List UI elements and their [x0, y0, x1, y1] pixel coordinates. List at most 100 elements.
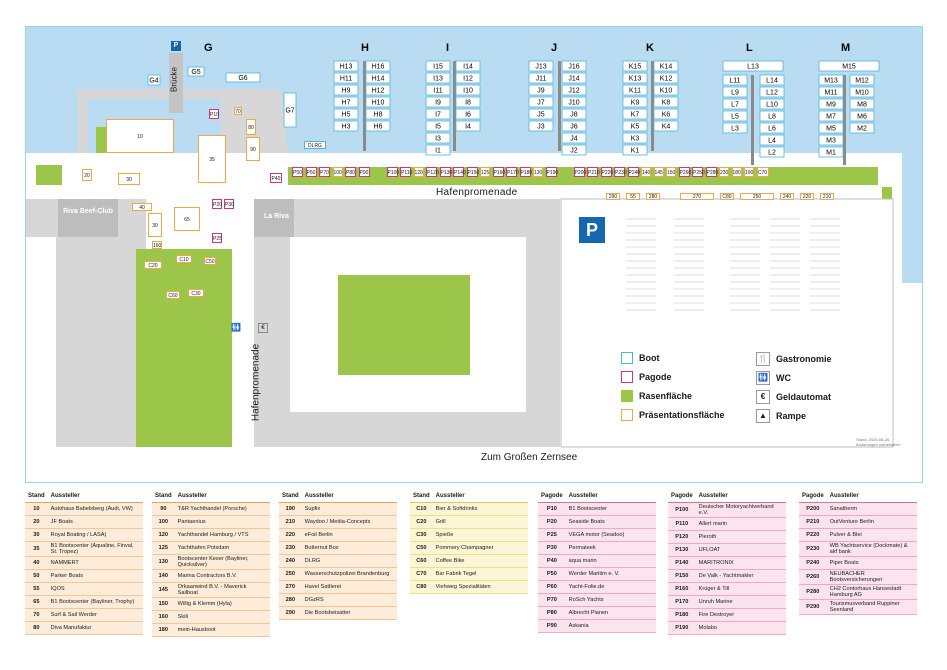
- stand-h6[interactable]: H6: [365, 120, 391, 132]
- stand-yard-90[interactable]: 90: [246, 137, 260, 161]
- stand-j4[interactable]: J4: [561, 132, 587, 144]
- stand-h11[interactable]: H11: [333, 72, 359, 84]
- stand-k3[interactable]: K3: [622, 132, 648, 144]
- stand-j10[interactable]: J10: [561, 96, 587, 108]
- stand-edge-280[interactable]: 280: [646, 193, 660, 200]
- stand-prom-p180[interactable]: P180: [519, 167, 532, 177]
- stand-edge-240[interactable]: 240: [780, 193, 794, 200]
- stand-yard-70[interactable]: 70: [234, 107, 242, 115]
- stand-m2[interactable]: M2: [849, 122, 875, 134]
- stand-l3[interactable]: L3: [722, 122, 748, 134]
- stand-i15[interactable]: I15: [425, 60, 451, 72]
- stand-j11[interactable]: J11: [528, 72, 554, 84]
- stand-yard-dlrg[interactable]: DLRG: [304, 141, 326, 149]
- stand-prom-p280[interactable]: P280: [705, 167, 718, 177]
- stand-j7[interactable]: J7: [528, 96, 554, 108]
- stand-yard-80[interactable]: 80: [246, 119, 256, 135]
- stand-prom-p140[interactable]: P140: [453, 167, 466, 177]
- stand-k1[interactable]: K1: [622, 144, 648, 156]
- stand-m11[interactable]: M11: [818, 86, 844, 98]
- stand-k8[interactable]: K8: [653, 96, 679, 108]
- stand-prom-p70[interactable]: P70: [319, 167, 330, 177]
- stand-g6[interactable]: G6: [225, 72, 261, 83]
- stand-yard-30[interactable]: 30: [118, 173, 140, 185]
- stand-prom-p90[interactable]: P90: [358, 167, 370, 177]
- stand-prom-c70[interactable]: C70: [756, 167, 769, 177]
- stand-prom-145[interactable]: 145: [653, 167, 664, 177]
- stand-j9[interactable]: J9: [528, 84, 554, 96]
- stand-yard-160[interactable]: 160: [152, 241, 162, 249]
- stand-prom-p230[interactable]: P230: [614, 167, 627, 177]
- stand-i6[interactable]: I6: [455, 108, 481, 120]
- stand-k5[interactable]: K5: [622, 120, 648, 132]
- stand-prom-230[interactable]: 230: [719, 167, 729, 177]
- stand-yard-30[interactable]: 30: [148, 213, 162, 237]
- stand-g4[interactable]: G4: [147, 74, 161, 86]
- stand-l8[interactable]: L8: [759, 110, 785, 122]
- stand-prom-p110[interactable]: P110: [400, 167, 412, 177]
- stand-j12[interactable]: J12: [561, 84, 587, 96]
- stand-prom-p190[interactable]: P190: [545, 167, 558, 177]
- stand-prom-p100[interactable]: P100: [386, 167, 399, 177]
- stand-h16[interactable]: H16: [365, 60, 391, 72]
- stand-i4[interactable]: I4: [455, 120, 481, 132]
- stand-prom-p50[interactable]: P50: [292, 167, 303, 177]
- stand-yard-c20[interactable]: C20: [144, 261, 162, 269]
- stand-h9[interactable]: H9: [333, 84, 359, 96]
- stand-j5[interactable]: J5: [528, 108, 554, 120]
- stand-prom-p120[interactable]: P120: [426, 167, 439, 177]
- stand-prom-p130[interactable]: P130: [439, 167, 452, 177]
- stand-prom-p240[interactable]: P240: [627, 167, 640, 177]
- stand-l10[interactable]: L10: [759, 98, 785, 110]
- stand-m12[interactable]: M12: [849, 74, 875, 86]
- stand-m6[interactable]: M6: [849, 110, 875, 122]
- stand-h3[interactable]: H3: [333, 120, 359, 132]
- stand-i7[interactable]: I7: [425, 108, 451, 120]
- stand-g7[interactable]: G7: [283, 92, 297, 128]
- stand-m13[interactable]: M13: [818, 74, 844, 86]
- stand-j14[interactable]: J14: [561, 72, 587, 84]
- stand-m7[interactable]: M7: [818, 110, 844, 122]
- stand-prom-125[interactable]: 125: [480, 167, 490, 177]
- stand-prom-140[interactable]: 140: [641, 167, 651, 177]
- stand-k9[interactable]: K9: [622, 96, 648, 108]
- stand-j16[interactable]: J16: [561, 60, 587, 72]
- stand-edge-55[interactable]: 55: [626, 193, 640, 200]
- stand-yard-p25[interactable]: P25: [212, 233, 222, 243]
- stand-i10[interactable]: I10: [455, 84, 481, 96]
- stand-l13[interactable]: L13: [722, 60, 784, 72]
- stand-edge-210[interactable]: 210: [820, 193, 834, 200]
- stand-edge-220[interactable]: 220: [800, 193, 814, 200]
- stand-i13[interactable]: I13: [425, 72, 451, 84]
- stand-i11[interactable]: I11: [425, 84, 451, 96]
- stand-yard-65[interactable]: 65: [174, 207, 200, 231]
- stand-edge-250[interactable]: 250: [740, 193, 774, 200]
- stand-m1[interactable]: M1: [818, 146, 844, 158]
- stand-m10[interactable]: M10: [849, 86, 875, 98]
- stand-edge-290[interactable]: 290: [606, 193, 620, 200]
- stand-i1[interactable]: I1: [425, 144, 451, 156]
- stand-edge-270[interactable]: 270: [680, 193, 714, 200]
- stand-k11[interactable]: K11: [622, 84, 648, 96]
- stand-yard-c50[interactable]: C50: [204, 257, 216, 265]
- stand-l6[interactable]: L6: [759, 122, 785, 134]
- stand-l2[interactable]: L2: [759, 146, 785, 158]
- stand-prom-p80[interactable]: P80: [345, 167, 356, 177]
- stand-prom-p210[interactable]: P210: [587, 167, 600, 177]
- stand-l11[interactable]: L11: [722, 74, 748, 86]
- stand-j2[interactable]: J2: [561, 144, 587, 156]
- stand-h5[interactable]: H5: [333, 108, 359, 120]
- stand-h12[interactable]: H12: [365, 84, 391, 96]
- stand-h8[interactable]: H8: [365, 108, 391, 120]
- stand-m15[interactable]: M15: [818, 60, 880, 72]
- stand-l14[interactable]: L14: [759, 74, 785, 86]
- stand-j8[interactable]: J8: [561, 108, 587, 120]
- stand-m9[interactable]: M9: [818, 98, 844, 110]
- stand-k10[interactable]: K10: [653, 84, 679, 96]
- stand-prom-p250[interactable]: P250: [692, 167, 705, 177]
- stand-prom-p260[interactable]: P260: [678, 167, 691, 177]
- stand-k6[interactable]: K6: [653, 108, 679, 120]
- stand-yard-p30[interactable]: P30: [224, 199, 234, 209]
- stand-prom-p150[interactable]: P150: [466, 167, 479, 177]
- stand-j3[interactable]: J3: [528, 120, 554, 132]
